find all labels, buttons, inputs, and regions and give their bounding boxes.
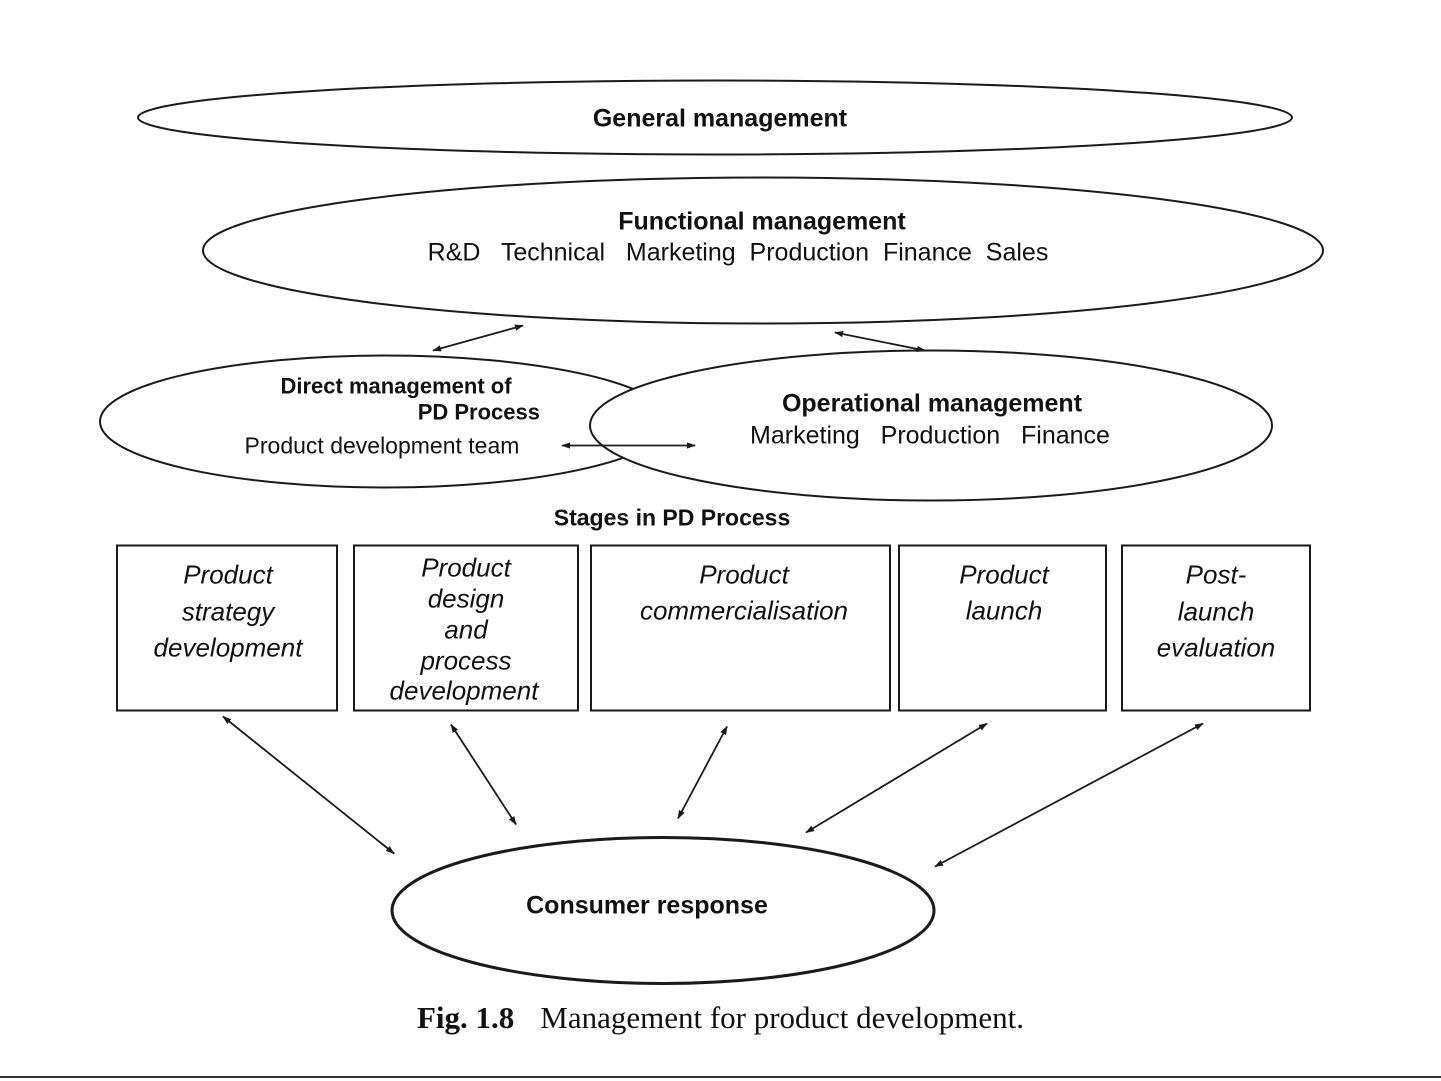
stage-line: evaluation [1157,633,1276,663]
stage-line: design [428,584,505,614]
stage-line: process [419,646,511,676]
stage-box-evaluation: Post- launch evaluation [1121,544,1311,712]
bottom-rule [0,1076,1441,1078]
operational-management-title: Operational management [782,390,1083,418]
functional-management-title: Functional management [618,208,906,236]
stage-line: Product [699,560,790,590]
design-consumer-arrow [450,723,517,826]
functional-management-functions: R&D Technical Marketing Production Finan… [428,239,1049,267]
functional-direct-arrow [432,324,524,352]
stage-box-strategy: Product strategy development [116,544,338,712]
stage-line: launch [1178,597,1255,627]
general-management-node: General management [137,79,1293,156]
direct-management-title-line2: PD Process [418,400,540,425]
stage-line: development [154,633,305,663]
strategy-consumer-arrow [222,715,395,855]
direct-management-title-line1: Direct management of [280,374,512,399]
figure-number: Fig. 1.8 [416,1000,515,1035]
stage-line: commercialisation [640,596,848,626]
stage-box-launch: Product launch [898,544,1107,712]
stage-box-commercialisation: Product commercialisation [590,544,891,712]
stage-line: and [444,615,489,645]
direct-management-subtitle: Product development team [245,433,520,459]
stage-box-design: Product design and process development [353,544,579,712]
consumer-response-label: Consumer response [526,892,768,920]
stage-line: Product [183,560,274,590]
stage-line: strategy [182,597,276,627]
stage-line: launch [966,596,1043,626]
launch-consumer-arrow [805,722,988,834]
functional-operational-arrow [834,330,926,353]
operational-management-functions: Marketing Production Finance [750,422,1110,450]
operational-management-node: Operational management Marketing Product… [589,349,1273,502]
consumer-response-node: Consumer response [390,836,936,985]
evaluation-consumer-arrow [934,722,1204,868]
figure-caption: Fig. 1.8 Management for product developme… [0,1000,1441,1036]
stage-line: Product [421,553,512,583]
stage-line: development [390,676,541,706]
figure-caption-text: Management for product development. [540,1000,1025,1035]
stages-heading: Stages in PD Process [554,505,791,531]
functional-management-node: Functional management R&D Technical Mark… [202,176,1324,325]
stage-line: Product [959,560,1050,590]
general-management-label: General management [593,105,848,133]
stage-line: Post- [1186,560,1247,590]
commercialisation-consumer-arrow [677,725,728,820]
